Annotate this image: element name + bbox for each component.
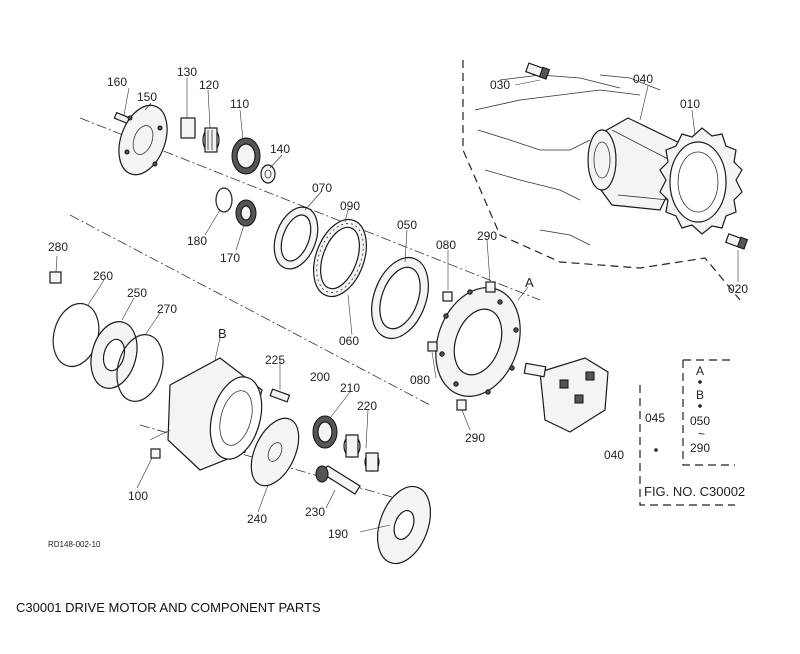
label-290-upper: 290 xyxy=(477,229,497,243)
label-050: 050 xyxy=(397,218,417,232)
center-axis-mid xyxy=(69,214,431,406)
label-110: 110 xyxy=(230,97,249,111)
label-240: 240 xyxy=(247,512,267,526)
label-020: 020 xyxy=(728,282,748,296)
plug-080-upper xyxy=(442,291,453,302)
label-290-lower: 290 xyxy=(465,431,485,445)
label-040: 040 xyxy=(633,72,653,86)
part-labels: 030 040 010 020 160 150 130 120 110 140 … xyxy=(48,65,748,541)
label-140: 140 xyxy=(270,142,290,156)
subassembly-boundary xyxy=(462,60,741,301)
label-B-main: B xyxy=(218,326,227,341)
label-060: 060 xyxy=(339,334,359,348)
label-210: 210 xyxy=(340,381,360,395)
bearing-090 xyxy=(313,218,367,298)
label-090: 090 xyxy=(340,199,360,213)
plug-290-upper xyxy=(485,281,496,293)
flange-housing-A xyxy=(435,287,521,397)
thrust-plate-240 xyxy=(250,417,300,487)
label-080-lower: 080 xyxy=(410,373,430,387)
cover-plate-150 xyxy=(118,104,168,176)
gear-210 xyxy=(312,415,338,449)
label-120: 120 xyxy=(199,78,219,92)
label-010: 010 xyxy=(680,97,700,111)
label-225: 225 xyxy=(265,353,285,367)
label-260: 260 xyxy=(93,269,113,283)
pin-225 xyxy=(269,388,291,403)
gear-110 xyxy=(231,137,261,175)
gasket-270 xyxy=(116,334,164,402)
legend-A: A xyxy=(696,364,704,378)
label-280: 280 xyxy=(48,240,68,254)
shaft-230 xyxy=(315,465,361,495)
legend-050: 050 xyxy=(690,414,710,428)
gear-170 xyxy=(235,199,257,227)
thrust-washer-140 xyxy=(260,164,276,184)
label-080-upper: 080 xyxy=(436,238,456,252)
label-070: 070 xyxy=(312,181,332,195)
bearing-050 xyxy=(371,256,429,340)
cover-250 xyxy=(90,321,138,389)
label-100: 100 xyxy=(128,489,148,503)
plug-280 xyxy=(49,271,62,284)
bearing-220b xyxy=(364,452,380,472)
hub-190 xyxy=(377,485,431,565)
ring-070 xyxy=(273,206,319,270)
label-270: 270 xyxy=(157,302,177,316)
label-040-ref: 040 xyxy=(604,448,624,462)
legend-290: 290 xyxy=(690,441,710,455)
label-150: 150 xyxy=(137,90,157,104)
figure-number: FIG. NO. C30002 xyxy=(644,484,745,499)
label-045: 045 xyxy=(645,411,665,425)
needle-bearing-120 xyxy=(202,127,220,153)
label-130: 130 xyxy=(177,65,197,79)
label-170: 170 xyxy=(220,251,240,265)
dot-b-050 xyxy=(698,404,702,408)
hydraulic-motor xyxy=(523,357,609,433)
label-A-main: A xyxy=(525,275,534,290)
diagram-caption: C30001 DRIVE MOTOR AND COMPONENT PARTS xyxy=(16,600,321,615)
figure-reference-bracket xyxy=(639,359,735,506)
leader-lines xyxy=(55,78,739,533)
bearing-220a xyxy=(343,434,361,458)
label-200: 200 xyxy=(310,370,330,384)
drawing-code: RD148-002-10 xyxy=(48,540,101,549)
sprocket-bolt-020 xyxy=(724,233,749,250)
drum-housing-B xyxy=(167,357,263,471)
plug-290-lower xyxy=(456,399,467,411)
label-220: 220 xyxy=(357,399,377,413)
dot-a-b xyxy=(698,380,702,384)
track-frame-sketch xyxy=(474,74,661,246)
label-230: 230 xyxy=(305,505,325,519)
snap-ring-180 xyxy=(215,187,233,213)
dot-045-040 xyxy=(654,448,658,452)
sprocket xyxy=(659,127,743,235)
legend-B: B xyxy=(696,388,704,402)
figure-reference-text: A B 050 ~ 290 045 040 FIG. NO. C30002 xyxy=(604,364,745,499)
label-160: 160 xyxy=(107,75,127,89)
legend-tilde: ~ xyxy=(698,427,705,441)
label-250: 250 xyxy=(127,286,147,300)
bushing-130 xyxy=(180,117,196,139)
label-180: 180 xyxy=(187,234,207,248)
exploded-parts-diagram: 030 040 010 020 160 150 130 120 110 140 … xyxy=(48,60,749,565)
sprocket-bolt-030 xyxy=(525,62,551,80)
plug-100 xyxy=(150,448,161,459)
label-190: 190 xyxy=(328,527,348,541)
plug-080-lower xyxy=(427,341,438,352)
label-030: 030 xyxy=(490,78,510,92)
